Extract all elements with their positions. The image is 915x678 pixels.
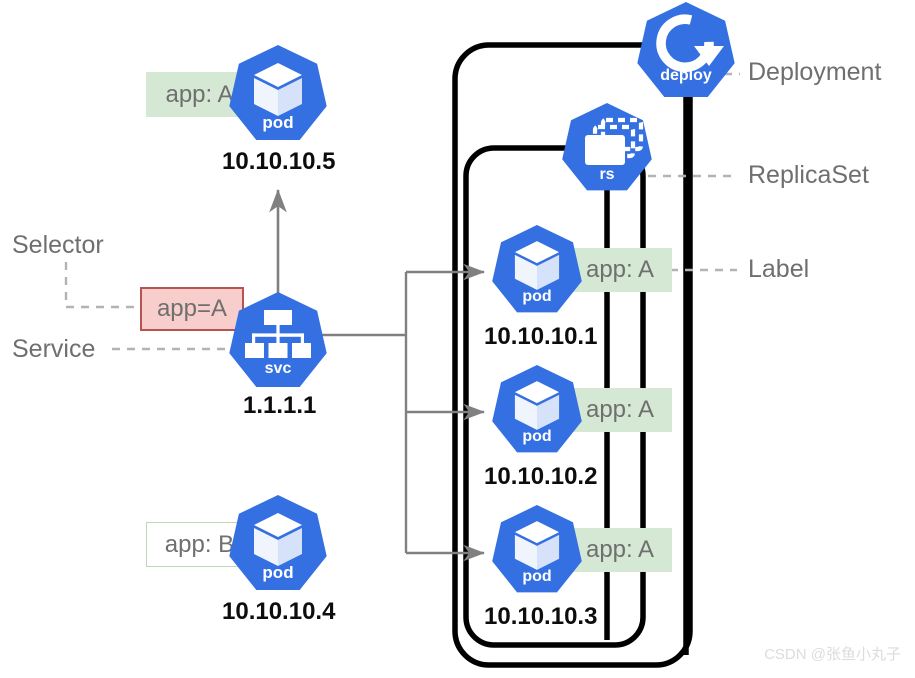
svc-caption: svc bbox=[264, 360, 292, 377]
pod-caption-10-10-10-3: pod bbox=[522, 568, 552, 585]
deployment-label: Deployment bbox=[748, 58, 882, 86]
deployment-container-box bbox=[452, 42, 693, 668]
pod-label-badge-a1: app: A bbox=[568, 248, 672, 292]
pod-ip-10-10-10-3: 10.10.10.3 bbox=[484, 603, 598, 630]
pod-caption-10-10-10-4: pod bbox=[262, 563, 294, 582]
pod-ip-10-10-10-4: 10.10.10.4 bbox=[222, 598, 336, 625]
selector-label: Selector bbox=[12, 231, 104, 259]
rs-caption: rs bbox=[599, 166, 615, 183]
selector-badge: app=A bbox=[140, 287, 244, 331]
pod-ip-10-10-10-5: 10.10.10.5 bbox=[222, 148, 336, 175]
pod-ip-10-10-10-2: 10.10.10.2 bbox=[484, 463, 598, 490]
service-ip: 1.1.1.1 bbox=[243, 392, 317, 419]
pod-label-badge-a2: app: A bbox=[568, 388, 672, 432]
pod-label-badge-a3: app: A bbox=[568, 528, 672, 572]
watermark: CSDN @张鱼小丸子 bbox=[764, 646, 901, 663]
pod-caption-10-10-10-5: pod bbox=[262, 113, 294, 132]
service-label: Service bbox=[12, 335, 96, 363]
replicaset-label: ReplicaSet bbox=[748, 161, 869, 189]
label-label: Label bbox=[748, 255, 810, 283]
pod-caption-10-10-10-1: pod bbox=[522, 288, 552, 305]
selector-leader-line bbox=[64, 262, 142, 309]
pod-label-badge-b4: app: B bbox=[146, 522, 253, 567]
deploy-caption: deploy bbox=[660, 67, 712, 84]
pod-ip-10-10-10-1: 10.10.10.1 bbox=[484, 323, 598, 350]
pod-caption-10-10-10-2: pod bbox=[522, 428, 552, 445]
